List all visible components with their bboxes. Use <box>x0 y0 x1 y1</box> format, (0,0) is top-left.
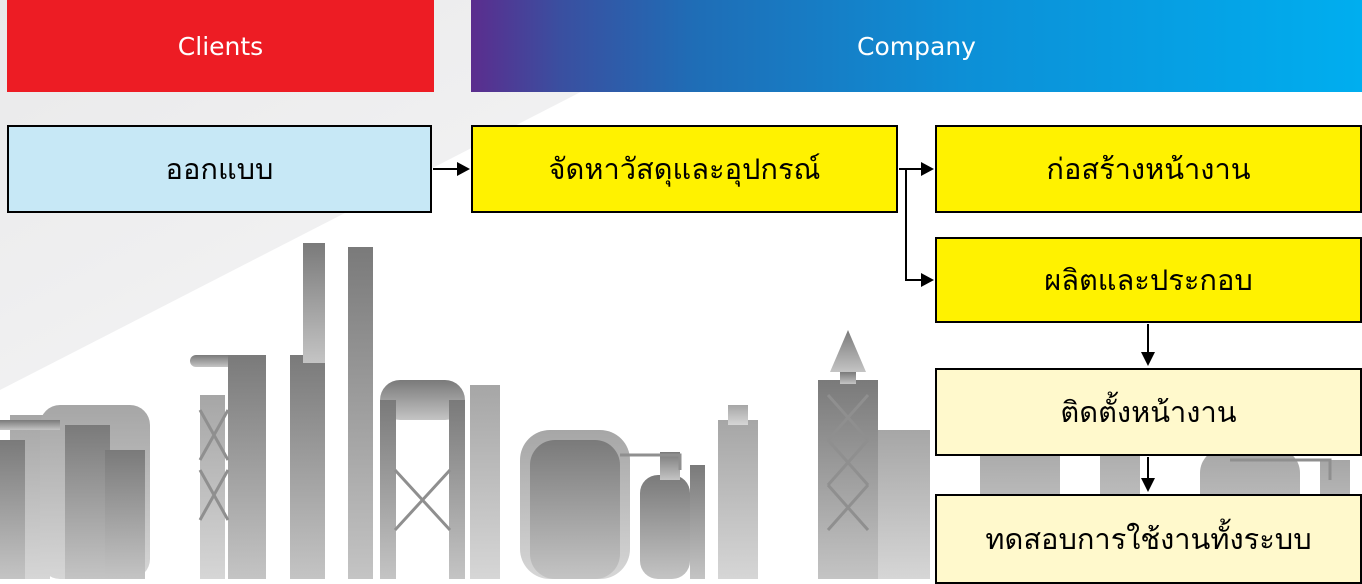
step-procurement-label: จัดหาวัสดุและอุปกรณ์ <box>548 152 821 186</box>
step-site-installation-box: ติดตั้งหน้างาน <box>935 368 1362 456</box>
step-design-box: ออกแบบ <box>7 125 432 213</box>
clients-header: Clients <box>7 0 434 92</box>
company-header-label: Company <box>857 31 976 61</box>
step-system-test-label: ทดสอบการใช้งานทั้งระบบ <box>985 522 1312 556</box>
step-site-construction-box: ก่อสร้างหน้างาน <box>935 125 1362 213</box>
step-manufacture-assembly-label: ผลิตและประกอบ <box>1044 263 1253 297</box>
company-header: Company <box>471 0 1362 92</box>
step-manufacture-assembly-box: ผลิตและประกอบ <box>935 237 1362 323</box>
step-design-label: ออกแบบ <box>165 152 274 186</box>
step-system-test-box: ทดสอบการใช้งานทั้งระบบ <box>935 494 1362 584</box>
clients-header-label: Clients <box>177 31 264 61</box>
step-site-installation-label: ติดตั้งหน้างาน <box>1060 395 1237 429</box>
step-procurement-box: จัดหาวัสดุและอุปกรณ์ <box>471 125 898 213</box>
step-site-construction-label: ก่อสร้างหน้างาน <box>1046 152 1251 186</box>
